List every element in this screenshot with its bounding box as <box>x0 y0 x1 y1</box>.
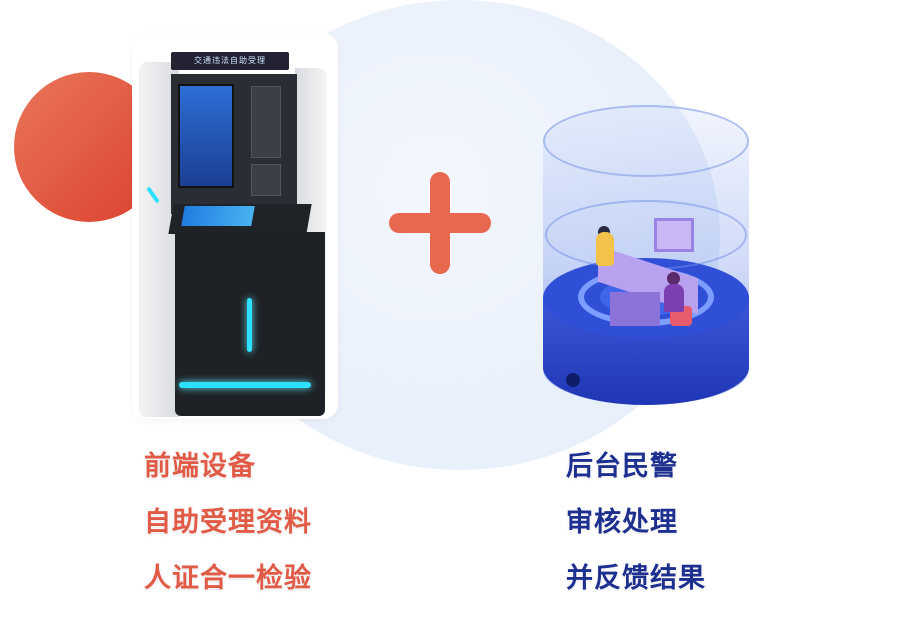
desk-side <box>610 292 660 326</box>
left-caption-line-3: 人证合一检验 <box>144 563 312 594</box>
cylinder-middle-ring <box>545 200 747 270</box>
kiosk-light-strip-vertical <box>247 298 252 352</box>
kiosk-touch-panel <box>181 206 255 226</box>
citizen-figure <box>664 284 684 312</box>
self-service-kiosk-image: 交通违法自助受理 <box>135 36 335 417</box>
kiosk-screen <box>178 84 234 188</box>
cylinder-top-ring <box>543 105 749 177</box>
right-caption-line-3: 并反馈结果 <box>566 563 706 594</box>
cylinder-port <box>566 373 580 387</box>
officer-figure <box>596 232 614 266</box>
left-caption-line-1: 前端设备 <box>144 451 256 482</box>
kiosk-card-slot <box>251 86 281 158</box>
right-caption-line-2: 审核处理 <box>566 507 678 538</box>
left-caption-line-2: 自助受理资料 <box>144 507 312 538</box>
monitor-icon <box>654 218 694 252</box>
right-caption-line-1: 后台民警 <box>566 451 678 482</box>
kiosk-header: 交通违法自助受理 <box>171 52 289 70</box>
kiosk-light-strip-horizontal <box>179 382 311 388</box>
plus-icon-horizontal <box>389 213 491 233</box>
citizen-head <box>667 272 680 285</box>
kiosk-printer-slot <box>251 164 281 196</box>
kiosk-header-text: 交通违法自助受理 <box>194 56 266 65</box>
